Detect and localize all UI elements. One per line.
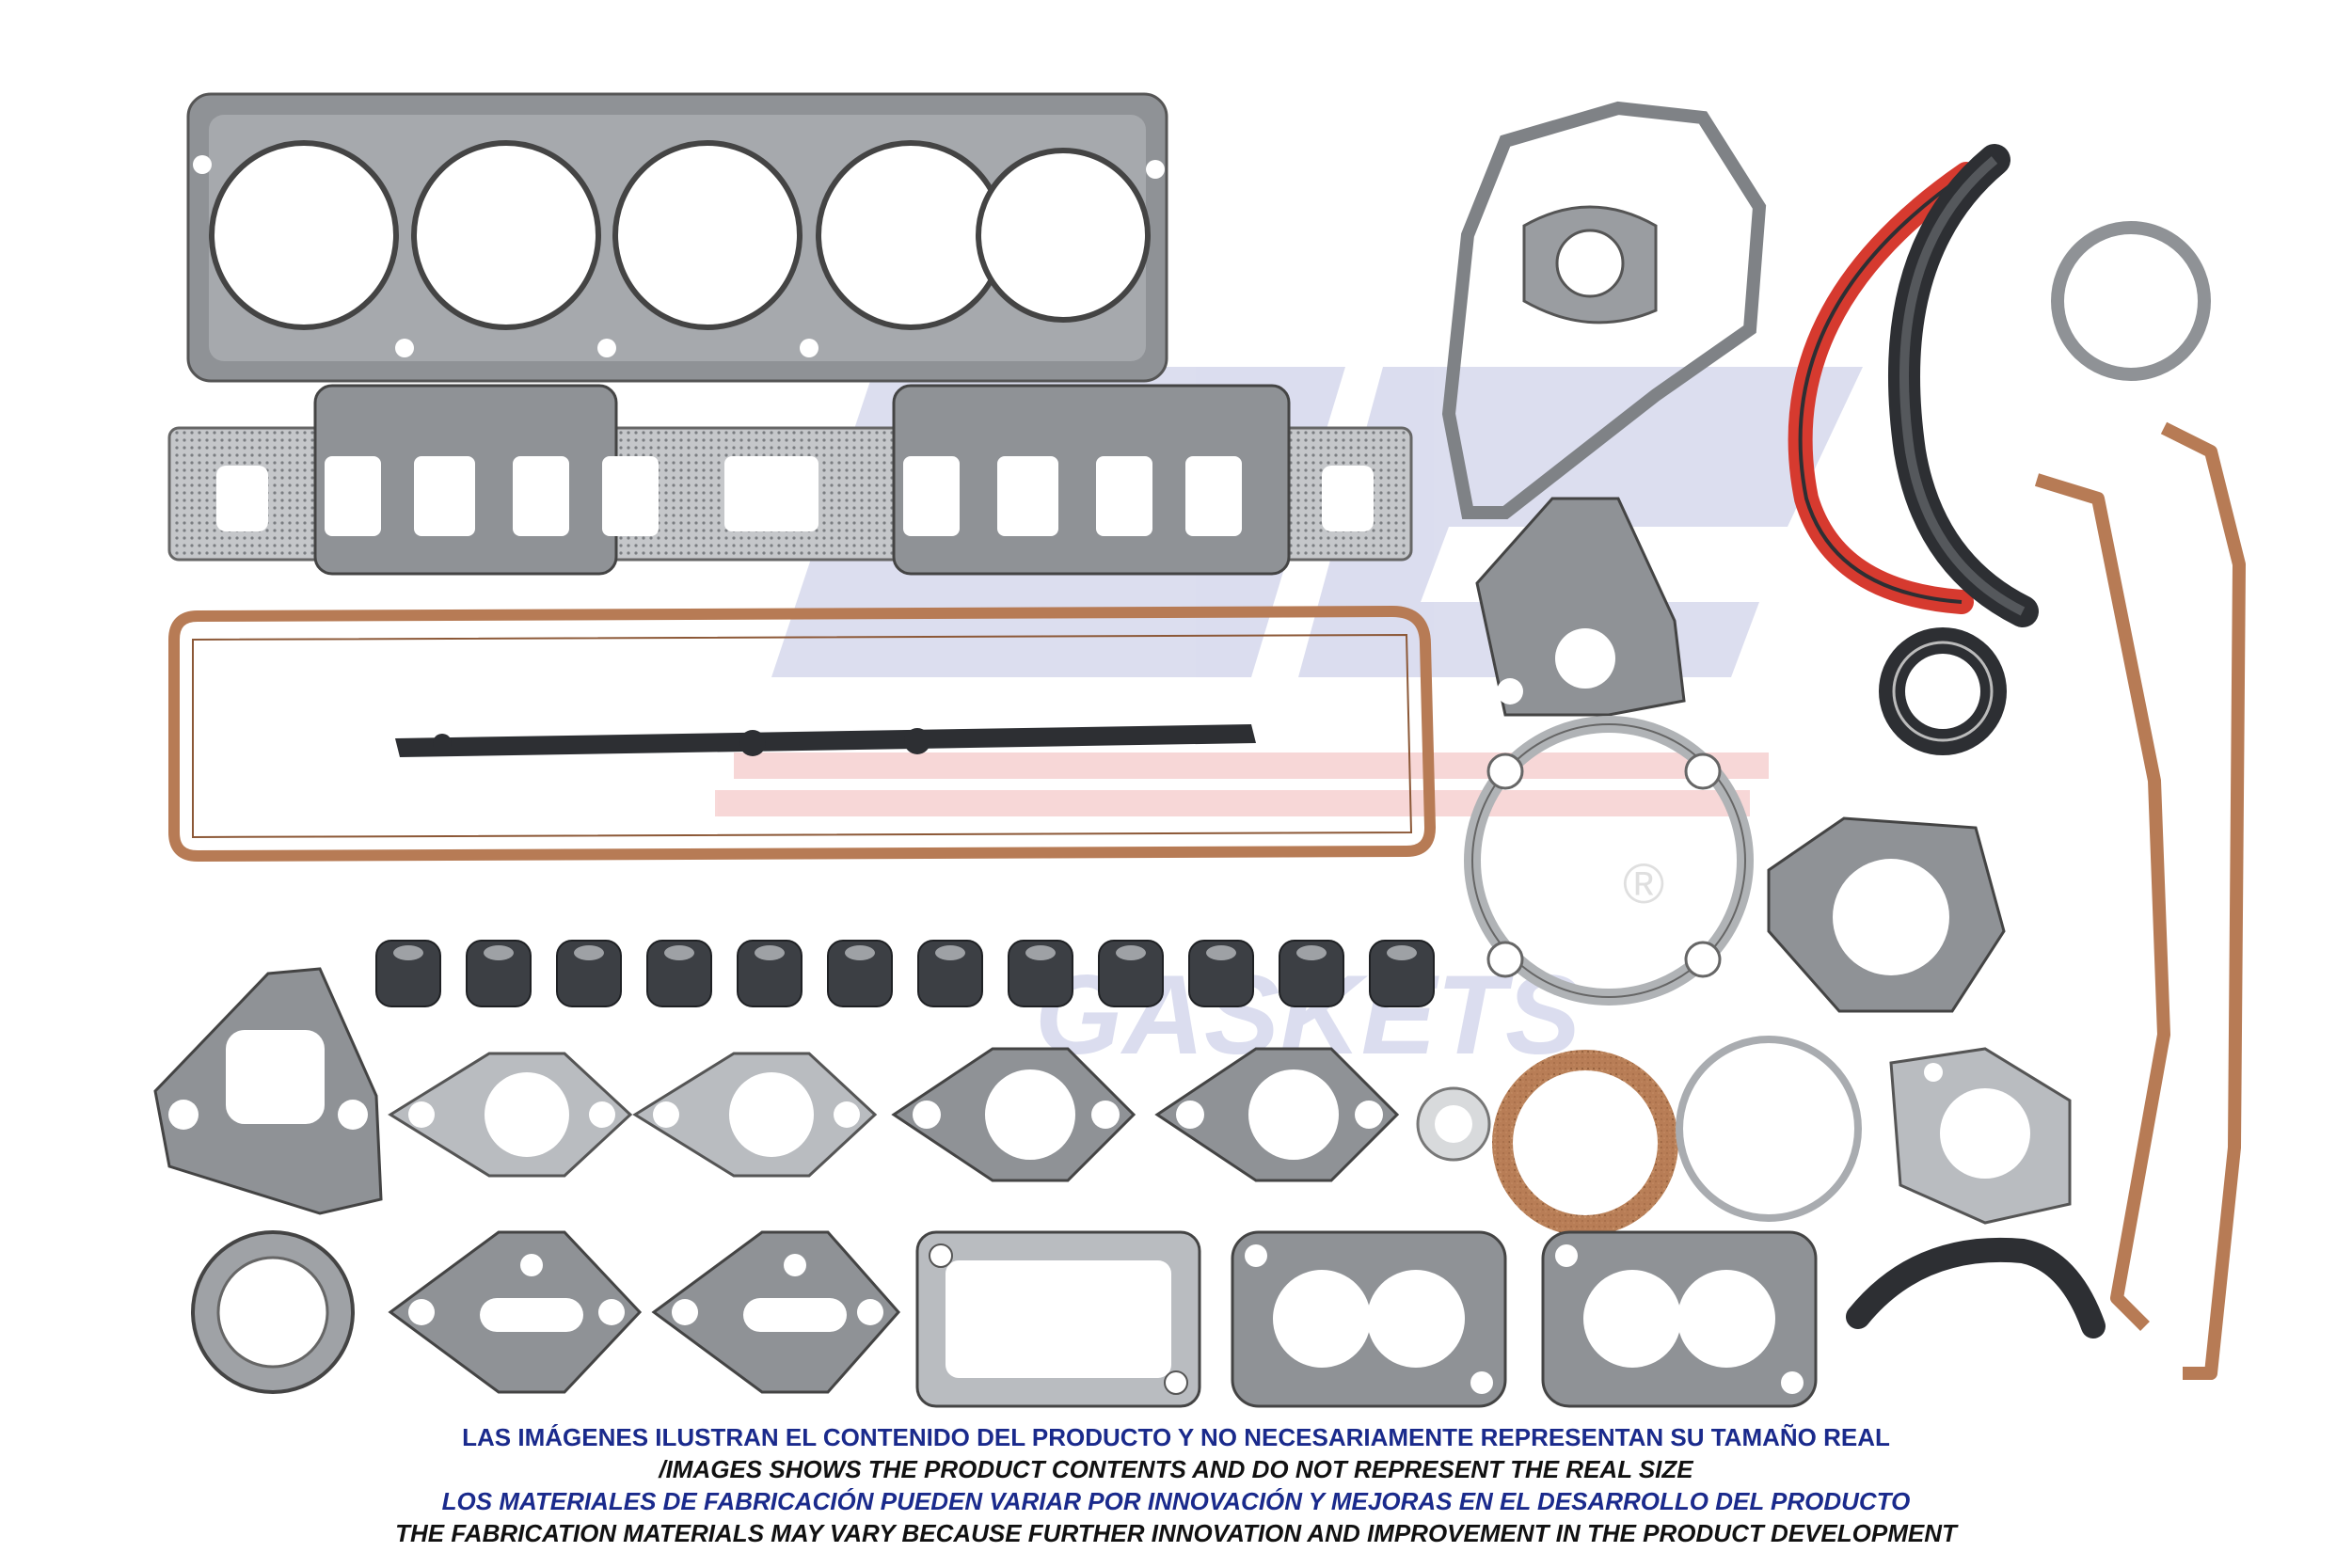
distributor-gasket bbox=[1889, 1047, 2072, 1225]
cork-ring bbox=[1492, 1050, 1678, 1236]
exhaust-donut bbox=[191, 1230, 355, 1394]
oil-filter-adapter-gasket bbox=[915, 1230, 1201, 1408]
fuel-pump-gasket bbox=[153, 967, 383, 1215]
disclaimer-spanish-materials: LOS MATERIALES DE FABRICACIÓN PUEDEN VAR… bbox=[441, 1487, 1911, 1515]
front-crank-seal bbox=[1879, 627, 2007, 755]
intake-exhaust-manifold-gasket bbox=[167, 384, 1413, 576]
egr-gaskets bbox=[388, 1230, 901, 1394]
water-outlet-gasket bbox=[1475, 497, 1686, 717]
valve-cover-gasket bbox=[168, 605, 1437, 863]
o-ring bbox=[2051, 221, 2211, 381]
cylinder-head-gasket bbox=[186, 92, 1168, 383]
disclaimer-english-images: /IMAGES SHOWS THE PRODUCT CONTENTS AND D… bbox=[659, 1455, 1693, 1483]
small-washer bbox=[1416, 1086, 1491, 1162]
rear-main-seal-retainer bbox=[1846, 1237, 2106, 1338]
registered-mark: ® bbox=[1623, 852, 1664, 915]
spark-plug-wire-retainer bbox=[395, 724, 1256, 757]
rear-main-seal-lower bbox=[1888, 144, 2039, 627]
timing-cover-gasket bbox=[1441, 101, 1767, 519]
valve-stem-seals bbox=[375, 940, 1435, 1007]
water-pump-gasket bbox=[1464, 716, 1754, 1006]
disclaimer-spanish-images: LAS IMÁGENES ILUSTRAN EL CONTENIDO DEL P… bbox=[462, 1423, 1890, 1451]
paper-ring bbox=[1676, 1036, 1862, 1222]
thermostat-housing-gasket bbox=[1767, 816, 2006, 1013]
exhaust-flange-gaskets bbox=[388, 1047, 1400, 1182]
oil-pan-gasket-left bbox=[2034, 473, 2170, 1331]
rear-main-seal-upper bbox=[1788, 162, 1979, 614]
carburetor-gaskets bbox=[1231, 1230, 1818, 1408]
oil-pan-gasket-right bbox=[2160, 421, 2246, 1380]
disclaimer-english-materials: THE FABRICATION MATERIALS MAY VARY BECAU… bbox=[395, 1519, 1957, 1547]
